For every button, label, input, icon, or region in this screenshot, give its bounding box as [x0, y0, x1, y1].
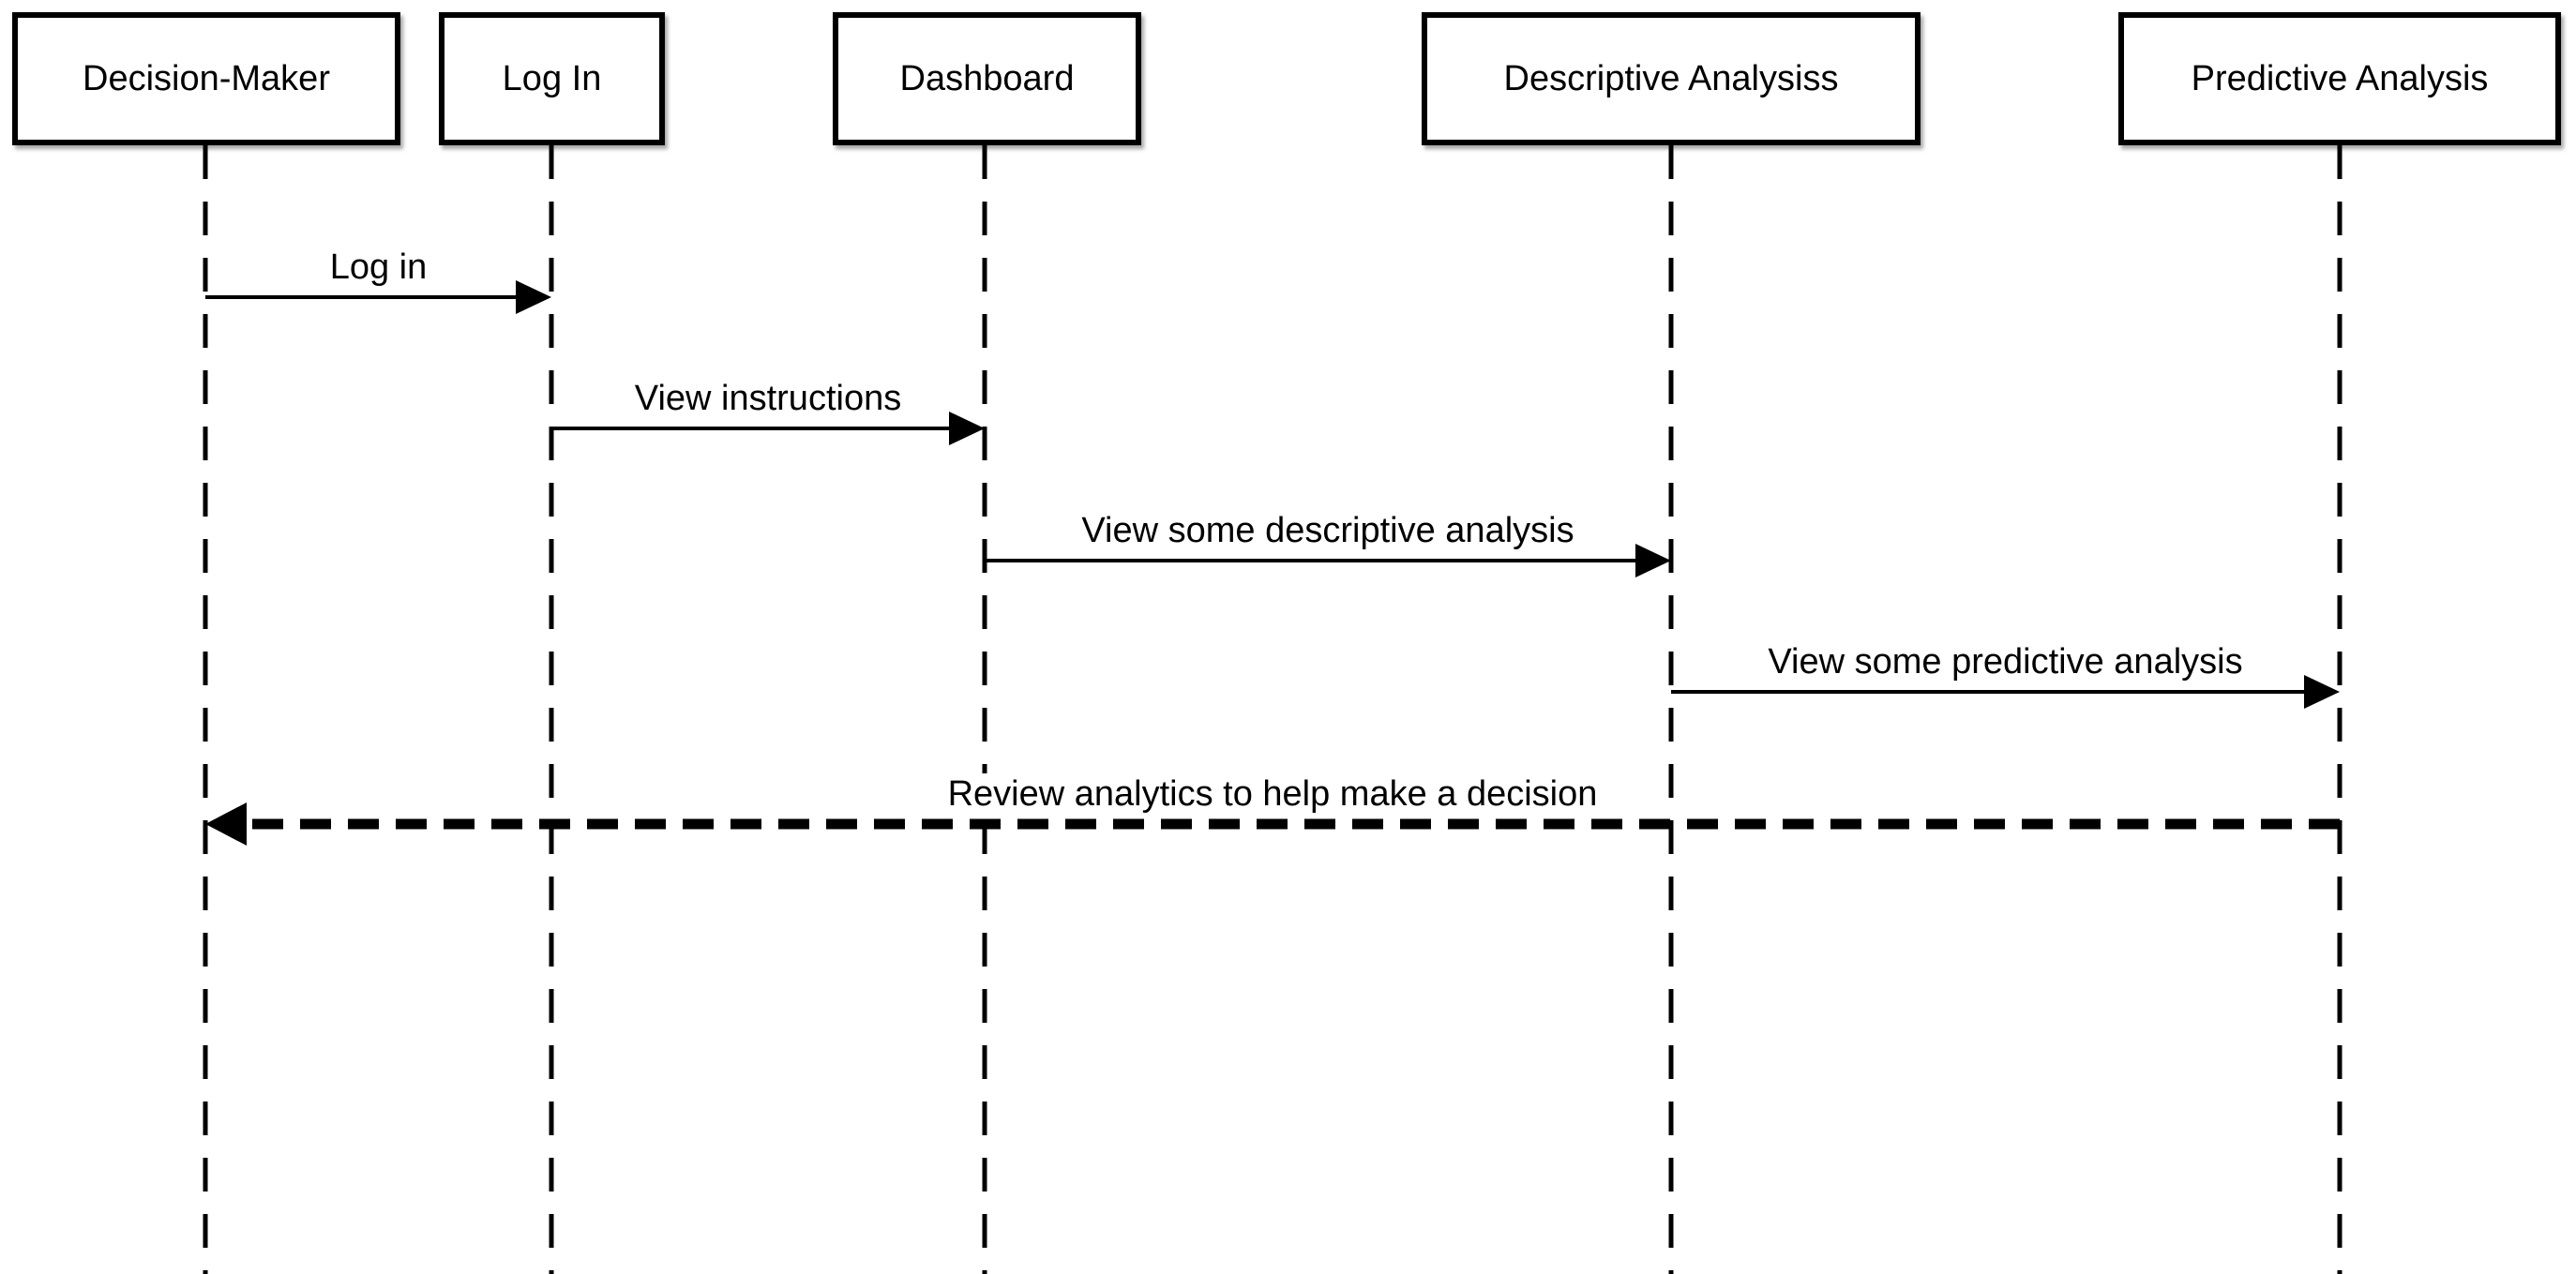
- actor-label-descriptive-analysis: Descriptive Analysiss: [1503, 59, 1839, 98]
- message-arrowhead-0: [516, 280, 551, 314]
- message-label-4: Review analytics to help make a decision: [940, 773, 1605, 815]
- message-arrowhead-4: [205, 802, 247, 846]
- actor-label-log-in: Log In: [502, 59, 602, 98]
- actor-label-dashboard: Dashboard: [899, 59, 1075, 98]
- message-label-3: View some predictive analysis: [1760, 641, 2251, 682]
- message-label-0: Log in: [322, 247, 435, 288]
- actor-box-descriptive-analysis: Descriptive Analysiss: [1422, 12, 1921, 145]
- actor-box-log-in: Log In: [439, 12, 665, 145]
- message-label-1: View instructions: [626, 378, 910, 419]
- message-arrowhead-2: [1635, 544, 1671, 577]
- actor-box-dashboard: Dashboard: [833, 12, 1141, 145]
- actor-label-predictive-analysis: Predictive Analysis: [2191, 59, 2489, 98]
- actor-box-predictive-analysis: Predictive Analysis: [2118, 12, 2561, 145]
- message-arrowhead-3: [2304, 675, 2340, 709]
- message-label-2: View some descriptive analysis: [1074, 510, 1582, 551]
- actor-box-decision-maker: Decision-Maker: [12, 12, 400, 145]
- actor-label-decision-maker: Decision-Maker: [83, 59, 330, 98]
- message-arrowhead-1: [949, 412, 985, 445]
